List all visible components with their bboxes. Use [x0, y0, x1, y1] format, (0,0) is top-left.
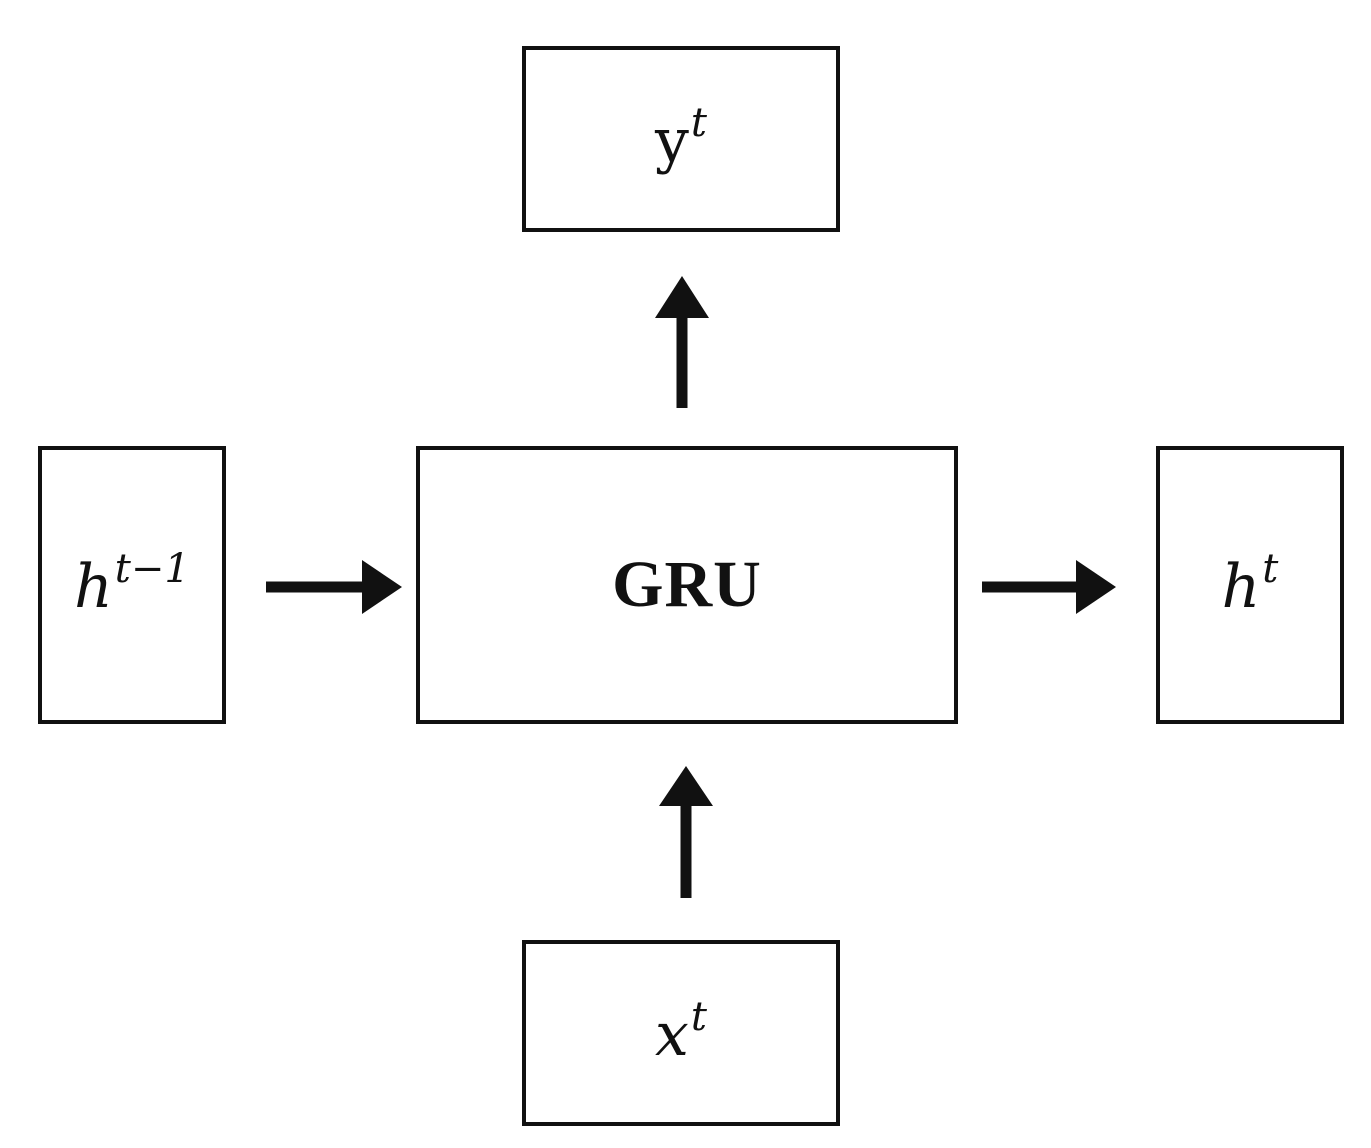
input-node-box: xt: [522, 940, 840, 1126]
input-label: xt: [655, 997, 707, 1065]
output-superscript: t: [690, 100, 707, 146]
hidden-superscript: t: [1262, 546, 1279, 592]
arrow-prev-hidden-to-gru: [266, 560, 402, 614]
arrow-gru-to-output: [655, 276, 709, 408]
hidden-state-label: ht: [1222, 549, 1279, 617]
arrow-input-to-gru: [659, 766, 713, 898]
output-node-box: yt: [522, 46, 840, 232]
gru-cell-label: GRU: [612, 548, 762, 621]
output-label: yt: [655, 103, 707, 171]
hidden-symbol: h: [1221, 552, 1261, 622]
input-symbol: x: [655, 1000, 689, 1070]
previous-hidden-superscript: t−1: [114, 546, 190, 592]
input-superscript: t: [690, 994, 707, 1040]
previous-hidden-state-box: ht−1: [38, 446, 226, 724]
gru-cell-box: GRU: [416, 446, 958, 724]
previous-hidden-state-label: ht−1: [74, 549, 190, 617]
arrow-gru-to-hidden: [982, 560, 1116, 614]
hidden-state-box: ht: [1156, 446, 1344, 724]
previous-hidden-symbol: h: [74, 552, 113, 622]
output-symbol: y: [655, 106, 689, 176]
